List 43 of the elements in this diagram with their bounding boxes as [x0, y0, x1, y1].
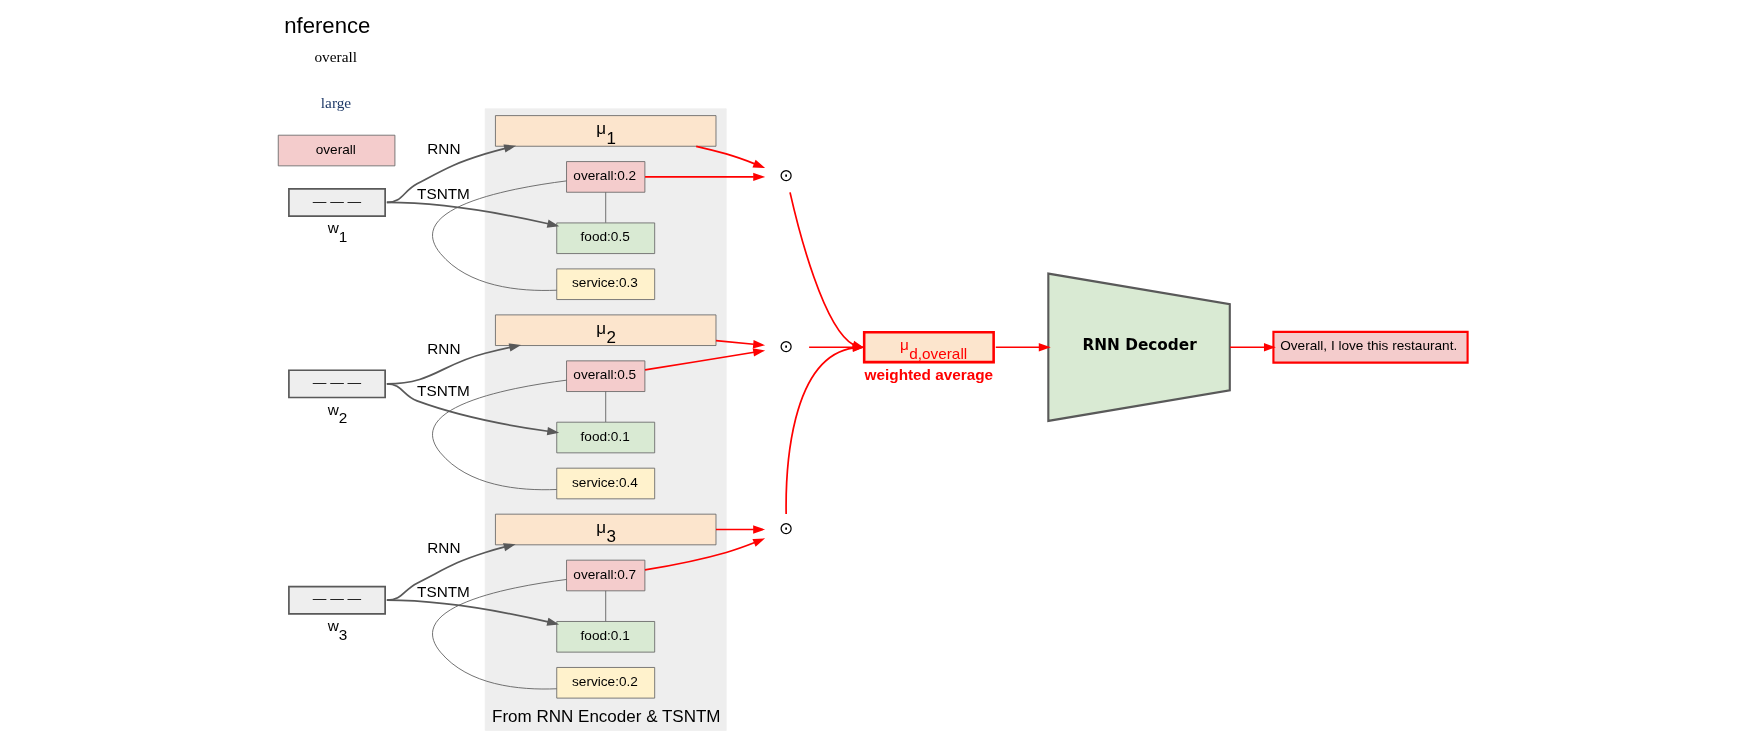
node-text: ⊙ [778, 518, 793, 538]
label: overall [313, 48, 357, 66]
arrow [1228, 343, 1276, 352]
connector [604, 590, 606, 622]
node-box: RNN Decoder [1046, 272, 1231, 423]
edge-label: RNN [426, 140, 460, 158]
connector [604, 391, 606, 423]
arrow [643, 538, 765, 571]
connector [604, 191, 606, 224]
node-box: overall:0.7 [565, 559, 645, 592]
arrow [643, 172, 765, 182]
node-box: service:0.3 [555, 268, 655, 300]
arrow [994, 343, 1051, 352]
arrow [385, 144, 516, 204]
edge-label: RNN [426, 339, 460, 357]
node-box: overall:0.5 [565, 360, 645, 392]
arrow [385, 599, 559, 626]
arrow [714, 339, 765, 349]
node-label: weighted average [864, 365, 993, 383]
label: large [320, 94, 351, 112]
edge-label: RNN [426, 538, 460, 556]
connector [431, 379, 567, 491]
arrow [643, 348, 765, 371]
edge-label: TSNTM [416, 185, 470, 203]
edge-label: TSNTM [416, 583, 470, 601]
node-box: service:0.2 [555, 667, 655, 699]
arrow [385, 383, 559, 436]
node-box: overall:0.2 [565, 161, 645, 193]
arrow [694, 145, 765, 169]
node-box: food:0.5 [555, 222, 655, 254]
node-box: service:0.4 [555, 467, 655, 500]
node-box: Overall, I love this restaurant. [1271, 330, 1469, 364]
connector [431, 579, 567, 690]
node-box: food:0.1 [555, 621, 655, 653]
node-box: overall [277, 134, 395, 167]
edge-label: TSNTM [416, 382, 470, 400]
node-box: food:0.1 [555, 421, 655, 454]
node-text: ⊙ [778, 166, 793, 186]
diagram-title: nference [283, 12, 370, 38]
node-text: ⊙ [778, 336, 793, 356]
arrow [714, 525, 765, 534]
arrow [385, 201, 559, 228]
connector [431, 180, 567, 291]
